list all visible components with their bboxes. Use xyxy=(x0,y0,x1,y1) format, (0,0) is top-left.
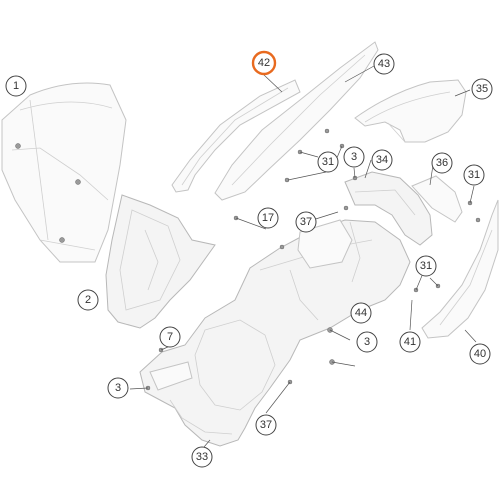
callout-3-upper[interactable]: 3 xyxy=(343,146,365,168)
part-rear-side-trim xyxy=(421,199,499,339)
callout-3-lower-right[interactable]: 3 xyxy=(356,331,378,353)
callout-3-lower-left[interactable]: 3 xyxy=(107,377,129,399)
svg-text:3: 3 xyxy=(115,382,121,394)
svg-text:3: 3 xyxy=(364,336,370,348)
svg-text:36: 36 xyxy=(436,157,448,169)
part-headlight-fairing xyxy=(105,194,216,329)
svg-text:40: 40 xyxy=(474,348,486,360)
callout-31-right[interactable]: 31 xyxy=(463,164,485,186)
svg-text:35: 35 xyxy=(476,83,488,95)
part-rear-mudguard xyxy=(139,219,411,447)
callout-40[interactable]: 40 xyxy=(469,343,491,365)
callout-17[interactable]: 17 xyxy=(257,207,279,229)
callout-43[interactable]: 43 xyxy=(373,53,395,75)
callout-1[interactable]: 1 xyxy=(5,75,27,97)
part-reflector xyxy=(411,175,463,223)
svg-text:33: 33 xyxy=(196,451,208,463)
svg-text:41: 41 xyxy=(404,336,416,348)
callout-7[interactable]: 7 xyxy=(159,326,181,348)
callout-41[interactable]: 41 xyxy=(399,331,421,353)
screw xyxy=(475,217,481,223)
part-plate-bracket xyxy=(149,361,193,391)
callouts: 1 2 3 3 3 7 17 31 xyxy=(5,50,493,468)
svg-text:34: 34 xyxy=(376,154,388,166)
svg-text:31: 31 xyxy=(420,260,432,272)
part-taillight-bracket xyxy=(344,171,433,246)
screw xyxy=(324,128,330,134)
callout-42[interactable]: 42 xyxy=(251,50,277,76)
callout-37-lower[interactable]: 37 xyxy=(255,414,277,436)
screw xyxy=(279,244,285,250)
svg-text:44: 44 xyxy=(355,307,367,319)
part-side-panel-right xyxy=(214,41,379,201)
callout-33[interactable]: 33 xyxy=(191,446,213,468)
svg-text:7: 7 xyxy=(167,331,173,343)
screw xyxy=(15,143,21,149)
screw xyxy=(75,179,81,185)
callout-2[interactable]: 2 xyxy=(77,289,99,311)
callout-37-upper[interactable]: 37 xyxy=(295,211,317,233)
callout-31-lower[interactable]: 31 xyxy=(415,255,437,277)
svg-text:17: 17 xyxy=(262,212,274,224)
svg-text:3: 3 xyxy=(351,151,357,163)
svg-text:37: 37 xyxy=(260,419,272,431)
callout-44[interactable]: 44 xyxy=(350,302,372,324)
callout-36[interactable]: 36 xyxy=(431,152,453,174)
screw xyxy=(343,205,349,211)
svg-text:2: 2 xyxy=(85,294,91,306)
svg-text:1: 1 xyxy=(13,80,19,92)
svg-text:42: 42 xyxy=(258,57,270,69)
callout-31-center[interactable]: 31 xyxy=(317,151,339,173)
leader-lines xyxy=(129,65,477,448)
screw xyxy=(59,237,65,243)
svg-text:31: 31 xyxy=(468,169,480,181)
svg-text:43: 43 xyxy=(378,58,390,70)
svg-text:31: 31 xyxy=(322,156,334,168)
svg-text:37: 37 xyxy=(300,216,312,228)
callout-35[interactable]: 35 xyxy=(471,78,493,100)
part-tail-cover xyxy=(354,79,467,143)
callout-34[interactable]: 34 xyxy=(371,149,393,171)
part-windscreen xyxy=(1,82,127,263)
part-side-panel-left xyxy=(171,79,301,193)
